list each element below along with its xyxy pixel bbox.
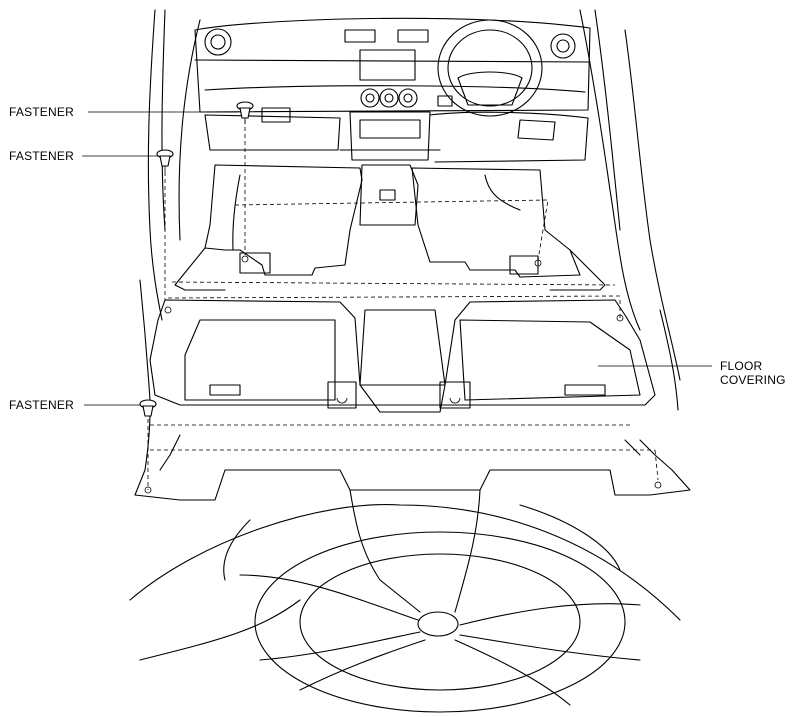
alignment-guides (147, 120, 659, 490)
label-fastener-middle: FASTENER (9, 149, 74, 163)
label-fastener-lower: FASTENER (9, 398, 74, 412)
label-floor-covering-line2: COVERING (720, 373, 786, 387)
dashboard (194, 17, 591, 163)
front-floor-covering (174, 164, 606, 291)
rear-floor-covering (149, 299, 656, 413)
fastener-holes (164, 255, 624, 322)
label-floor-covering-line1: FLOOR (720, 359, 762, 373)
vehicle-body-outline (139, 9, 681, 411)
leader-lines (82, 111, 712, 406)
fastener-middle-icon (156, 149, 174, 172)
lower-floor-covering (129, 409, 691, 713)
label-fastener-upper: FASTENER (9, 105, 74, 119)
fastener-upper-icon (236, 101, 254, 124)
fastener-lower-icon (139, 399, 157, 417)
